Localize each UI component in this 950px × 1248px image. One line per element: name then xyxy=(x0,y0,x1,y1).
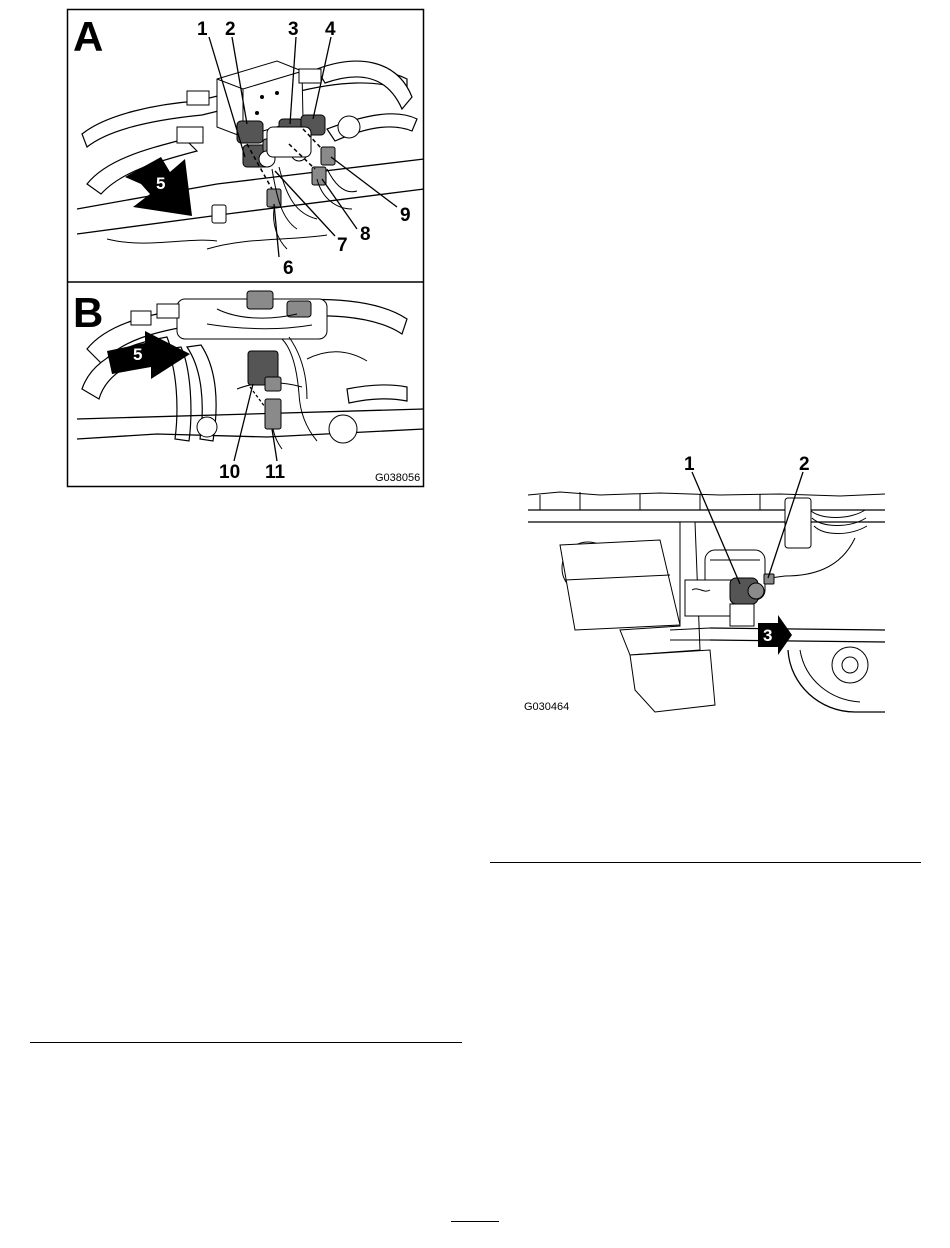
figure-1-drawing: A B 1 2 3 4 5 6 7 8 9 5 10 11 G038056 xyxy=(67,9,424,487)
callout-number: 4 xyxy=(325,19,336,40)
callout-number: 11 xyxy=(265,462,286,483)
figure-1: A B 1 2 3 4 5 6 7 8 9 5 10 11 G038056 xyxy=(67,9,424,487)
callout-number: 8 xyxy=(360,224,371,245)
callout-number: 10 xyxy=(219,462,240,483)
figure-code: G038056 xyxy=(375,472,420,484)
callout-number: 2 xyxy=(225,19,236,40)
figure-2-drawing: 1 2 3 G030464 xyxy=(520,450,890,715)
figure-2-artwork xyxy=(528,492,885,712)
panel-b-letter: B xyxy=(73,289,103,336)
callout-number: 5 xyxy=(156,174,165,193)
section-divider-right xyxy=(490,862,921,863)
figure-2: 1 2 3 G030464 xyxy=(520,450,890,715)
callout-number: 1 xyxy=(197,19,208,40)
callout-number: 3 xyxy=(763,626,772,645)
callout-number: 5 xyxy=(133,345,142,364)
callout-number: 1 xyxy=(684,454,695,475)
section-divider-left xyxy=(30,1042,462,1043)
callout-number: 9 xyxy=(400,205,411,226)
callout-number: 7 xyxy=(337,235,348,256)
footer-rule xyxy=(451,1221,499,1222)
callout-number: 3 xyxy=(288,19,299,40)
panel-a-letter: A xyxy=(73,13,103,60)
figure-code: G030464 xyxy=(524,701,569,713)
callout-number: 6 xyxy=(283,258,294,279)
callout-number: 2 xyxy=(799,454,810,475)
